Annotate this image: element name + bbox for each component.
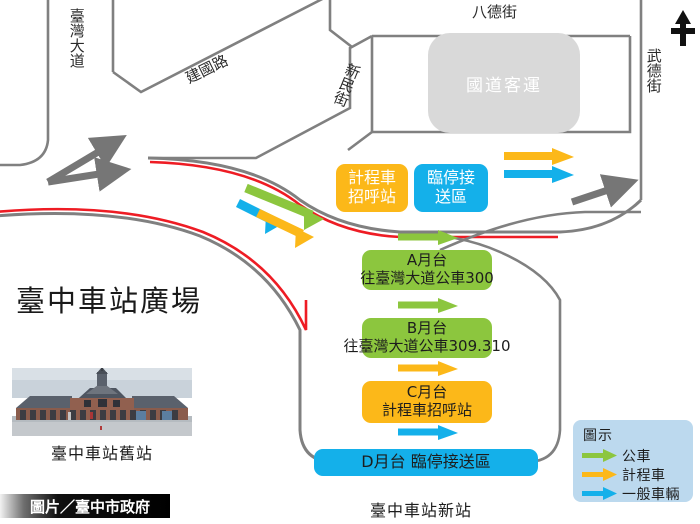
platform-a[interactable]: A月台 往臺灣大道公車300 bbox=[360, 250, 494, 290]
old-station-photo-art bbox=[12, 368, 192, 436]
platform-b-title: B月台 bbox=[406, 319, 448, 338]
page-title: 臺中車站廣場 bbox=[16, 284, 203, 318]
road-divider-red-north bbox=[149, 160, 558, 239]
legend-item-bus: 公車 bbox=[581, 446, 687, 465]
platform-d[interactable]: D月台 臨停接送區 bbox=[314, 449, 538, 476]
platform-c-route: 計程車招呼站 bbox=[381, 401, 472, 419]
platform-a-title: A月台 bbox=[406, 251, 448, 270]
road-loop-right-hidden bbox=[560, 232, 632, 330]
legend-arrow-taxi-icon bbox=[582, 468, 617, 481]
watermark-text: 圖片／臺中市政府 bbox=[30, 497, 151, 516]
arrow-gray-upleft-fork-b bbox=[47, 157, 132, 192]
arrow-green-junction bbox=[244, 183, 314, 220]
arrow-amber-junction bbox=[256, 208, 304, 239]
old-station-photo bbox=[12, 368, 192, 436]
legend-title: 圖示 bbox=[583, 428, 613, 444]
bus-terminal-building: 國道客運 bbox=[428, 33, 580, 133]
road-block-sw-corner bbox=[347, 130, 373, 152]
street-label-taiwan-boulevard: 臺灣大道 bbox=[67, 8, 86, 68]
street-label-wude-street: 武德街 bbox=[644, 48, 663, 93]
arrow-blue-platform-d-head bbox=[438, 425, 458, 440]
photo-caption: 臺中車站舊站 bbox=[50, 444, 153, 463]
arrow-gray-right-approach bbox=[570, 174, 639, 208]
legend-arrow-general-vehicle-icon bbox=[582, 487, 617, 500]
callout-taxi-stand-line1: 計程車 bbox=[347, 168, 396, 188]
callout-dropoff-zone-line1: 臨停接 bbox=[426, 168, 475, 188]
new-station-caption: 臺中車站新站 bbox=[370, 501, 473, 520]
watermark-bar: 圖片／臺中市政府 bbox=[0, 494, 170, 518]
arrow-blue-east-head bbox=[552, 166, 574, 183]
legend-label-bus: 公車 bbox=[622, 448, 651, 465]
road-taiwan-blvd-west bbox=[0, 0, 50, 167]
legend: 圖示 公車 計程車 一般車輛 bbox=[573, 420, 693, 503]
arrow-amber-east-head bbox=[552, 148, 574, 165]
road-xinmin-upper bbox=[328, 0, 353, 49]
callout-dropoff-zone-line2: 送區 bbox=[434, 187, 467, 206]
platform-b[interactable]: B月台 往臺灣大道公車309.310 bbox=[343, 318, 511, 358]
road-right-approach-upper bbox=[439, 210, 641, 252]
callout-taxi-stand[interactable]: 計程車 招呼站 bbox=[336, 164, 408, 212]
platform-c[interactable]: C月台 計程車招呼站 bbox=[362, 381, 492, 423]
road-divider-red-south bbox=[0, 207, 308, 331]
callout-taxi-stand-line2: 招呼站 bbox=[347, 187, 396, 206]
arrow-green-platform-b-head bbox=[438, 298, 458, 313]
arrow-amber-junction-head bbox=[295, 228, 314, 248]
arrow-gray-upleft-fork-a bbox=[46, 134, 127, 186]
legend-label-taxi: 計程車 bbox=[622, 467, 666, 484]
legend-label-general-vehicle: 一般車輛 bbox=[622, 486, 680, 503]
arrow-amber-platform-c-head bbox=[438, 361, 458, 376]
arrow-green-junction-head bbox=[304, 209, 324, 230]
road-plaza-south-edge bbox=[0, 212, 530, 464]
north-arrow-icon bbox=[671, 10, 695, 46]
road-plaza-north-edge bbox=[147, 156, 643, 234]
platform-c-title: C月台 bbox=[406, 383, 448, 402]
platform-b-route: 往臺灣大道公車309.310 bbox=[343, 337, 511, 355]
legend-arrow-bus-icon bbox=[582, 449, 617, 462]
platform-d-title: D月台 臨停接送區 bbox=[361, 452, 491, 472]
legend-item-taxi: 計程車 bbox=[581, 465, 687, 484]
arrow-green-platform-a-head bbox=[438, 230, 458, 245]
street-label-bade-street: 八德街 bbox=[472, 3, 518, 21]
road-jianguo-south bbox=[148, 34, 373, 160]
bus-terminal-label: 國道客運 bbox=[466, 75, 542, 96]
callout-dropoff-zone[interactable]: 臨停接 送區 bbox=[414, 164, 488, 212]
platform-a-route: 往臺灣大道公車300 bbox=[360, 269, 494, 287]
road-jianguo-north bbox=[112, 0, 324, 94]
legend-item-general-vehicle: 一般車輛 bbox=[581, 484, 687, 503]
